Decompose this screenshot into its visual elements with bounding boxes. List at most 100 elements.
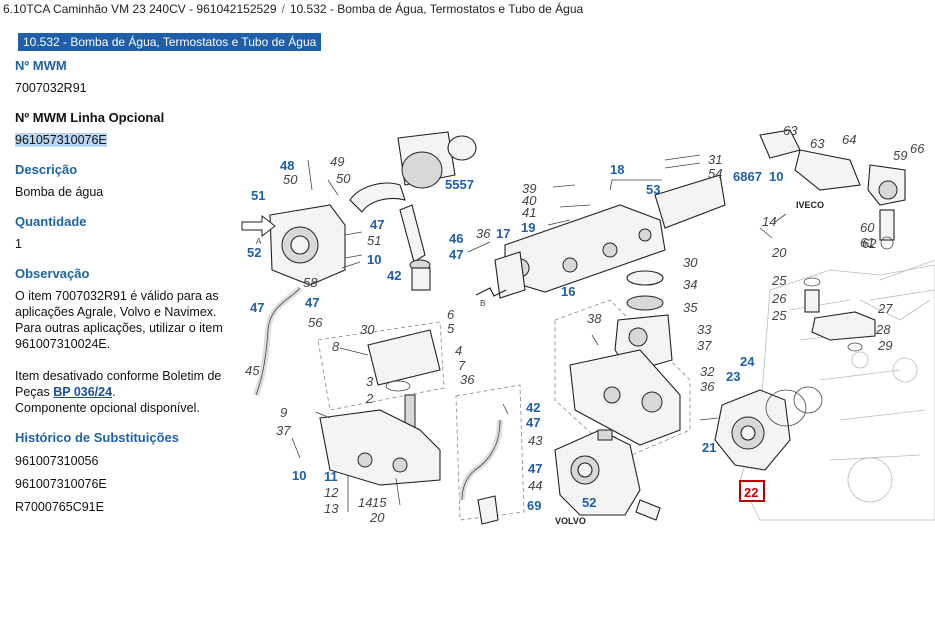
callout-52[interactable]: 52 <box>247 245 261 260</box>
callout-32[interactable]: 32 <box>700 364 715 379</box>
callout[interactable]: 36 <box>460 372 475 387</box>
arrow-label: A <box>256 237 262 246</box>
history-list: 961007310056 961007310076E R7000765C91E <box>15 453 245 515</box>
callout[interactable]: 51 <box>367 233 381 248</box>
callout[interactable]: 2 <box>365 391 374 406</box>
history-item[interactable]: R7000765C91E <box>15 500 104 514</box>
callout-51[interactable]: 51 <box>251 188 265 203</box>
callout-53[interactable]: 53 <box>646 182 660 197</box>
callout-37[interactable]: 37 <box>697 338 712 353</box>
callout-41[interactable]: 41 <box>522 205 536 220</box>
callout[interactable]: 4 <box>455 343 462 358</box>
callout[interactable]: 20 <box>369 510 385 525</box>
callout-21[interactable]: 21 <box>702 440 716 455</box>
callout-17[interactable]: 17 <box>496 226 510 241</box>
callout[interactable]: 45 <box>245 363 260 378</box>
callout[interactable]: 3 <box>366 374 374 389</box>
callout[interactable]: 25 <box>771 273 787 288</box>
callout[interactable]: 8 <box>332 339 340 354</box>
mwm-number-value: 7007032R91 <box>15 81 87 95</box>
breadcrumb-group[interactable]: 10.532 - Bomba de Água, Termostatos e Tu… <box>289 2 584 16</box>
callout[interactable]: 50 <box>336 171 351 186</box>
callout-47[interactable]: 47 <box>370 217 384 232</box>
callout-38[interactable]: 38 <box>587 311 602 326</box>
description-value: Bomba de água <box>15 185 104 199</box>
callout-24[interactable]: 24 <box>740 354 755 369</box>
callout-36[interactable]: 36 <box>476 226 491 241</box>
callout-22-selected[interactable]: 22 <box>744 485 758 500</box>
callout[interactable]: 26 <box>771 291 787 306</box>
callout-40[interactable]: 40 <box>522 193 537 208</box>
callout[interactable]: 15 <box>372 495 387 510</box>
callout[interactable]: 43 <box>528 433 543 448</box>
callout[interactable]: 9 <box>280 405 287 420</box>
callout-5557[interactable]: 5557 <box>445 177 474 192</box>
callout[interactable]: 63 <box>810 136 825 151</box>
history-item[interactable]: 961007310076E <box>15 477 107 491</box>
callout-46[interactable]: 46 <box>449 231 463 246</box>
callout[interactable]: 66 <box>910 141 925 156</box>
callout-47[interactable]: 47 <box>250 300 264 315</box>
callout: 62 <box>862 236 877 251</box>
callout-47[interactable]: 47 <box>526 415 540 430</box>
callout-34[interactable]: 34 <box>683 277 697 292</box>
bulletin-link[interactable]: BP 036/24 <box>53 385 113 399</box>
callout-33[interactable]: 33 <box>697 322 712 337</box>
callout[interactable]: 12 <box>324 485 339 500</box>
callout-47[interactable]: 47 <box>305 295 319 310</box>
callout[interactable]: 28 <box>875 322 891 337</box>
callout[interactable]: 13 <box>324 501 339 516</box>
callout[interactable]: 25 <box>771 308 787 323</box>
callout-47[interactable]: 47 <box>528 461 542 476</box>
callout-42[interactable]: 42 <box>387 268 401 283</box>
callout[interactable]: 64 <box>842 132 856 147</box>
callout[interactable]: 54 <box>708 166 722 181</box>
callout-23[interactable]: 23 <box>726 369 740 384</box>
callout[interactable]: 5 <box>447 321 455 336</box>
callout[interactable]: 27 <box>877 301 893 316</box>
callout[interactable]: 30 <box>360 322 375 337</box>
callout[interactable]: 58 <box>303 275 318 290</box>
water-pump-drawing <box>269 204 363 286</box>
callout-6867[interactable]: 6867 <box>733 169 762 184</box>
callout-48[interactable]: 48 <box>280 158 294 173</box>
callout[interactable]: 6 <box>447 307 455 322</box>
callout-35[interactable]: 35 <box>683 300 698 315</box>
callout-11[interactable]: 11 <box>324 469 338 484</box>
optional-number-value: 961057310076E <box>15 133 107 147</box>
callout-10[interactable]: 10 <box>769 169 783 184</box>
callout[interactable]: 63 <box>783 123 798 138</box>
callout-42[interactable]: 42 <box>526 400 540 415</box>
callout-30[interactable]: 30 <box>683 255 698 270</box>
callout-69[interactable]: 69 <box>527 498 541 513</box>
housing-drawing <box>654 174 726 229</box>
breadcrumb-model[interactable]: 6.10TCA Caminhão VM 23 240CV - 961042152… <box>3 2 277 16</box>
callout-52[interactable]: 52 <box>582 495 596 510</box>
callout[interactable]: 14 <box>358 495 372 510</box>
brand-label-iveco: IVECO <box>796 200 824 210</box>
callout-19[interactable]: 19 <box>521 220 535 235</box>
callout[interactable]: 14 <box>762 214 776 229</box>
callout[interactable]: 44 <box>528 478 542 493</box>
callout[interactable]: 59 <box>893 148 907 163</box>
callout-36[interactable]: 36 <box>700 379 715 394</box>
group-title-tab[interactable]: 10.532 - Bomba de Água, Termostatos e Tu… <box>18 33 322 51</box>
callout-10[interactable]: 10 <box>367 252 381 267</box>
callout[interactable]: 37 <box>276 423 291 438</box>
callout[interactable]: 56 <box>308 315 323 330</box>
callout-18[interactable]: 18 <box>610 162 624 177</box>
callout[interactable]: 29 <box>877 338 892 353</box>
callout[interactable]: 7 <box>458 358 466 373</box>
callout-47[interactable]: 47 <box>449 247 463 262</box>
callout[interactable]: 49 <box>330 154 344 169</box>
callout[interactable]: 61 <box>860 235 874 250</box>
history-item[interactable]: 961007310056 <box>15 454 99 468</box>
water-manifold-drawing <box>494 179 666 299</box>
callout-10[interactable]: 10 <box>292 468 306 483</box>
callout[interactable]: 20 <box>771 245 787 260</box>
callout-16[interactable]: 16 <box>561 284 575 299</box>
callout[interactable]: 60 <box>860 220 875 235</box>
callout-39[interactable]: 39 <box>522 181 536 196</box>
callout[interactable]: 31 <box>708 152 722 167</box>
callout[interactable]: 50 <box>283 172 298 187</box>
